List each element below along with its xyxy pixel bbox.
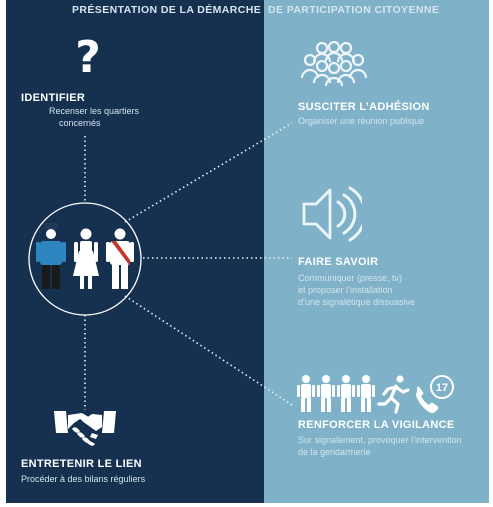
- identifier-desc-1: Recenser les quartiers: [49, 106, 140, 116]
- crowd-icon: [300, 40, 368, 87]
- identifier-title: IDENTIFIER: [21, 92, 86, 104]
- lien-desc-1: Procéder à des bilans réguliers: [21, 474, 146, 484]
- handshake-icon: [54, 411, 116, 446]
- runner-icon: [377, 375, 410, 414]
- person-icon-1: [297, 375, 315, 412]
- identifier-desc-2: concernés: [59, 118, 101, 128]
- person-icon-4: [357, 375, 375, 412]
- connector-adhesion: [124, 122, 293, 223]
- gendarme-figure: [36, 223, 66, 289]
- people-runner-phone-icon: 17: [297, 375, 454, 414]
- vigilance-desc-1: Sur signalement, provoquer l’interventio…: [298, 435, 462, 445]
- title-left: PRÉSENTATION DE LA DÉMARCHE: [72, 4, 262, 16]
- loudspeaker-icon: [302, 186, 362, 242]
- vigilance-desc-2: de la gendarmerie: [298, 447, 371, 457]
- mayor-figure: [106, 228, 134, 289]
- phone-icon: 17: [416, 375, 454, 413]
- vigilance-title: RENFORCER LA VIGILANCE: [298, 419, 455, 431]
- savoir-title: FAIRE SAVOIR: [298, 256, 379, 268]
- lien-title: ENTRETENIR LE LIEN: [21, 458, 142, 470]
- phone-number-17: 17: [436, 382, 448, 394]
- adhesion-desc-1: Organiser une réunion publique: [298, 116, 425, 126]
- title-right: DE PARTICIPATION CITOYENNE: [268, 4, 440, 16]
- person-icon-3: [337, 375, 355, 412]
- savoir-desc-1: Communiquer (presse, tv): [298, 273, 403, 283]
- person-icon-2: [317, 375, 335, 412]
- woman-figure: [73, 228, 99, 289]
- right-panel: [264, 0, 489, 503]
- savoir-desc-3: d’une signalétique dissuasive: [298, 297, 416, 307]
- adhesion-title: SUSCITER L’ADHÉSION: [298, 101, 430, 113]
- question-mark-icon: ?: [75, 32, 101, 83]
- savoir-desc-2: et proposer l’installation: [298, 285, 393, 295]
- citizen-gendarme-mayor-icon: [28, 202, 142, 316]
- connector-vigilance: [124, 295, 293, 406]
